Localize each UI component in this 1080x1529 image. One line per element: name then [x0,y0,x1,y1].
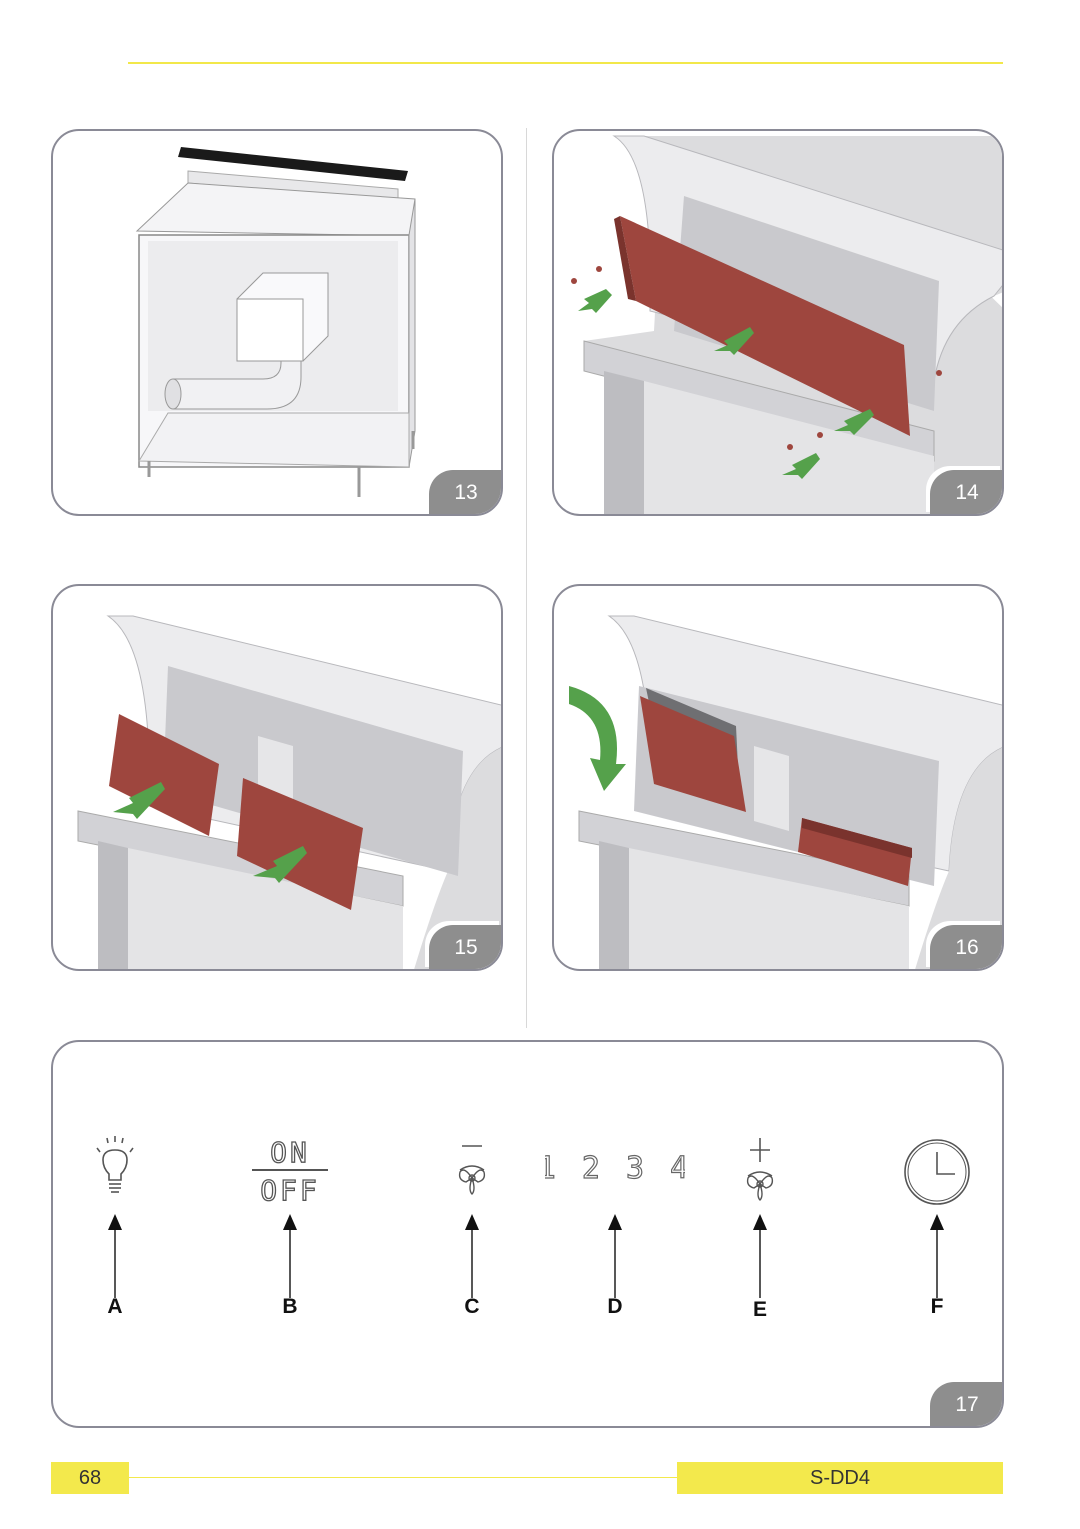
column-divider [526,128,527,1028]
page-number: 68 [51,1462,129,1494]
figure-13-panel: 13 [51,129,503,516]
light-bulb-icon [96,1136,134,1193]
hood-two-filters-illustration [77,615,501,969]
on-off-icon: ON OFF [252,1135,328,1208]
figure-14-panel: 14 [552,129,1004,516]
fan-plus-icon [746,1138,774,1201]
figure-15-panel: 15 [51,584,503,971]
pointer-arrow [108,1214,122,1298]
clock-timer-icon [904,1139,970,1205]
control-panel-figure: A ON OFF B C [51,1040,1004,1428]
control-letter: E [752,1298,767,1321]
control-d: 1 2 3 4 D [545,1042,685,1426]
control-a: A [53,1042,185,1426]
footer-rule [129,1477,677,1478]
off-label: OFF [260,1174,320,1207]
control-letter: B [282,1295,298,1318]
figure-number-badge: 17 [930,1382,1002,1426]
pointer-arrow [283,1214,297,1298]
control-e: E [690,1042,830,1426]
figure-16-panel: 16 [552,584,1004,971]
control-letter: D [607,1295,623,1318]
control-f: F [867,1042,1002,1426]
fan-minus-icon [458,1145,486,1195]
pointer-arrow [753,1214,767,1298]
pointer-arrow [930,1214,944,1298]
model-name: S-DD4 [677,1462,1003,1494]
on-label: ON [270,1136,310,1169]
speed-levels-display: 1 2 3 4 [545,1150,685,1186]
figure-number-badge: 15 [429,925,501,969]
control-letter: A [107,1295,123,1318]
hood-filter-removal-illustration [571,135,1002,514]
pointer-arrow [608,1214,622,1298]
speed-digits: 1 2 3 4 [545,1151,685,1186]
control-b: ON OFF B [220,1042,360,1426]
pointer-arrow [465,1214,479,1298]
control-letter: C [464,1295,480,1318]
cabinet-with-motor-illustration [135,147,416,497]
header-rule [128,62,1003,64]
control-letter: F [930,1295,944,1318]
figure-number-badge: 16 [930,925,1002,969]
hood-filter-insertion-illustration [569,615,1002,969]
figure-number-badge: 14 [930,470,1002,514]
control-c: C [402,1042,542,1426]
figure-number-badge: 13 [429,470,501,514]
